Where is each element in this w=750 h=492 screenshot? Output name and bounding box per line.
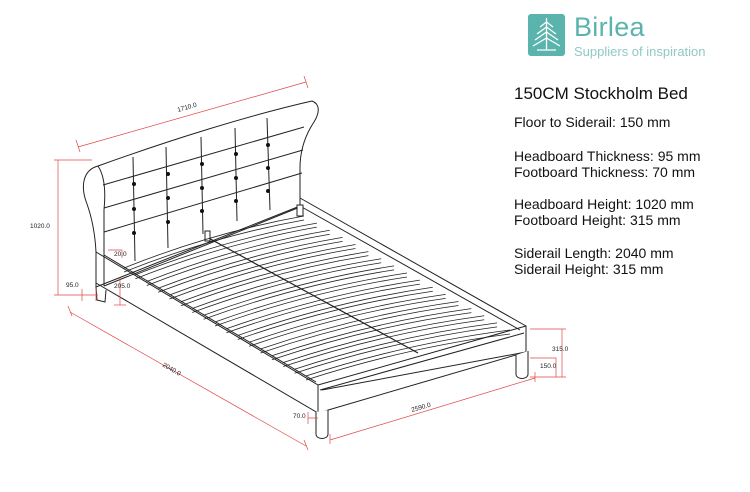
slat — [169, 244, 356, 296]
dim-floor-clearance: 150.0 — [540, 363, 557, 370]
slat — [294, 326, 498, 374]
slat — [123, 219, 305, 273]
slat — [214, 276, 408, 327]
dimension-lines — [54, 75, 566, 451]
slat — [169, 248, 356, 300]
dim-headboard-height: 1020.0 — [30, 223, 50, 230]
brand-name: Birlea — [574, 12, 645, 42]
slat — [192, 262, 382, 313]
spec-group-floor: Floor to Siderail: 150 mm — [514, 114, 670, 130]
spec-footboard-thickness: Footboard Thickness: 70 mm — [514, 164, 696, 180]
slat — [135, 222, 317, 276]
slat — [248, 297, 446, 347]
slat — [146, 233, 330, 286]
dim-footboard-thickness: 70.0 — [293, 413, 306, 420]
slats — [123, 215, 511, 381]
spec-headboard-height: Headboard Height: 1020 mm — [514, 196, 694, 212]
slat — [226, 279, 420, 330]
slat — [157, 236, 343, 289]
slat — [135, 226, 317, 280]
slat — [203, 265, 395, 316]
spec-group-thickness: Headboard Thickness: 95 mm Footboard Thi… — [514, 148, 701, 180]
slat — [294, 322, 498, 370]
spec-footboard-height: Footboard Height: 315 mm — [514, 212, 681, 228]
slat — [305, 329, 511, 377]
slat — [192, 258, 382, 309]
spec-siderail-length: Siderail Length: 2040 mm — [514, 245, 674, 261]
slat — [248, 293, 446, 343]
slat — [283, 319, 485, 367]
slat — [123, 215, 305, 269]
slat — [214, 272, 408, 323]
spec-siderail-height: Siderail Height: 315 mm — [514, 261, 664, 277]
brand-logo: Birlea Suppliers of inspiration — [528, 12, 728, 64]
spec-group-siderail: Siderail Length: 2040 mm Siderail Height… — [514, 245, 674, 277]
slat — [283, 315, 485, 363]
dim-leg-height: 205.0 — [114, 283, 131, 290]
dim-footboard-height: 315.0 — [552, 346, 569, 353]
bed-frame — [95, 197, 529, 439]
dim-siderail-length: 2040.0 — [161, 362, 182, 378]
headboard — [82, 100, 319, 288]
slat — [260, 301, 459, 350]
spec-group-height: Headboard Height: 1020 mm Footboard Heig… — [514, 196, 694, 228]
slat — [157, 240, 343, 293]
spec-floor-to-siderail: Floor to Siderail: 150 mm — [514, 114, 671, 130]
tree-icon — [528, 14, 565, 56]
product-title: 150CM Stockholm Bed — [514, 84, 688, 103]
slat — [203, 269, 395, 320]
brand-tagline: Suppliers of inspiration — [574, 44, 706, 59]
slat — [180, 251, 369, 303]
slat — [226, 283, 420, 334]
slat — [146, 229, 330, 282]
dim-headboard-width: 1710.0 — [177, 102, 198, 114]
slat — [237, 290, 433, 340]
dim-slat-gap: 20.0 — [114, 251, 127, 258]
slat — [237, 286, 433, 336]
slat — [271, 308, 472, 357]
spec-headboard-thickness: Headboard Thickness: 95 mm — [514, 148, 701, 164]
dim-headboard-thickness: 95.0 — [66, 282, 79, 289]
slat — [260, 305, 459, 354]
slat — [305, 333, 511, 381]
slat — [180, 255, 369, 307]
slat — [271, 312, 472, 361]
